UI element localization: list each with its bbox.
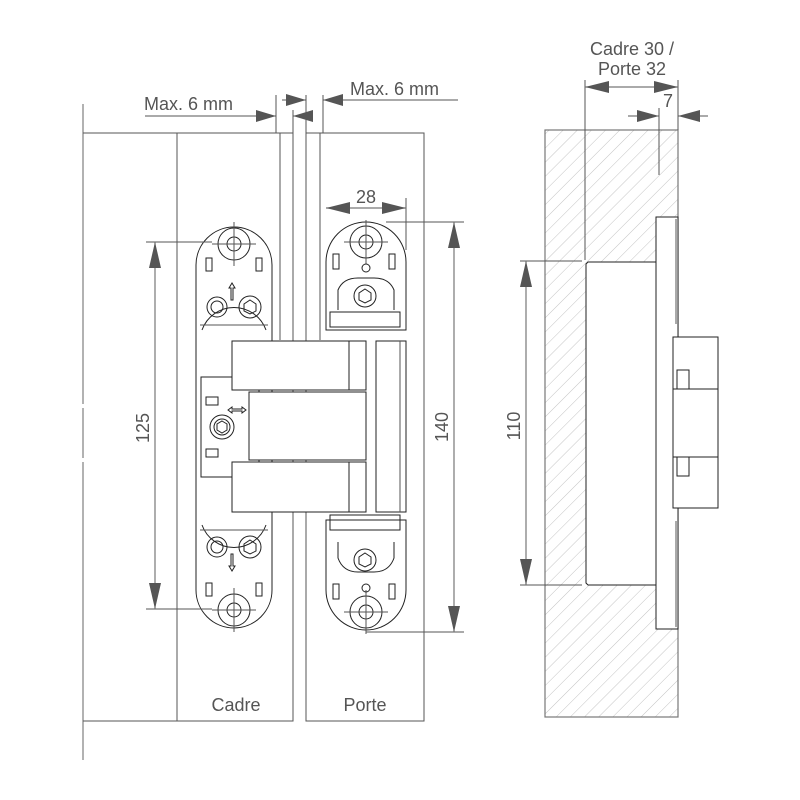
width-label: 28: [356, 187, 376, 207]
door-height-dimension: 140: [366, 221, 464, 633]
depth-label-line1: Cadre 30 /: [590, 39, 674, 59]
gap-right-label: Max. 6 mm: [350, 79, 439, 99]
frame-label: Cadre: [211, 695, 260, 715]
pocket-height-dimension: 110: [504, 260, 582, 586]
side-view: Cadre 30 / Porte 32 7 110: [504, 39, 719, 718]
gap-dimension: Max. 6 mm Max. 6 mm: [144, 79, 458, 133]
front-view: Max. 6 mm Max. 6 mm: [82, 79, 464, 760]
hinge-center-block: [200, 340, 407, 513]
width-dimension: 28: [326, 187, 407, 250]
frame-height-label: 125: [133, 413, 153, 443]
depth-dimension: Cadre 30 / Porte 32: [585, 39, 678, 93]
hinge-door-body: [325, 220, 407, 634]
frame-height-dimension: 125: [133, 241, 212, 610]
pocket-height-label: 110: [504, 412, 524, 441]
depth-label-line2: Porte 32: [598, 59, 666, 79]
door-height-label: 140: [432, 412, 452, 442]
gap-left-label: Max. 6 mm: [144, 94, 233, 114]
plate-thickness-label: 7: [663, 91, 673, 111]
hinge-pocket: [585, 261, 657, 586]
plate-thickness-dimension: 7: [628, 91, 708, 122]
door-label: Porte: [343, 695, 386, 715]
